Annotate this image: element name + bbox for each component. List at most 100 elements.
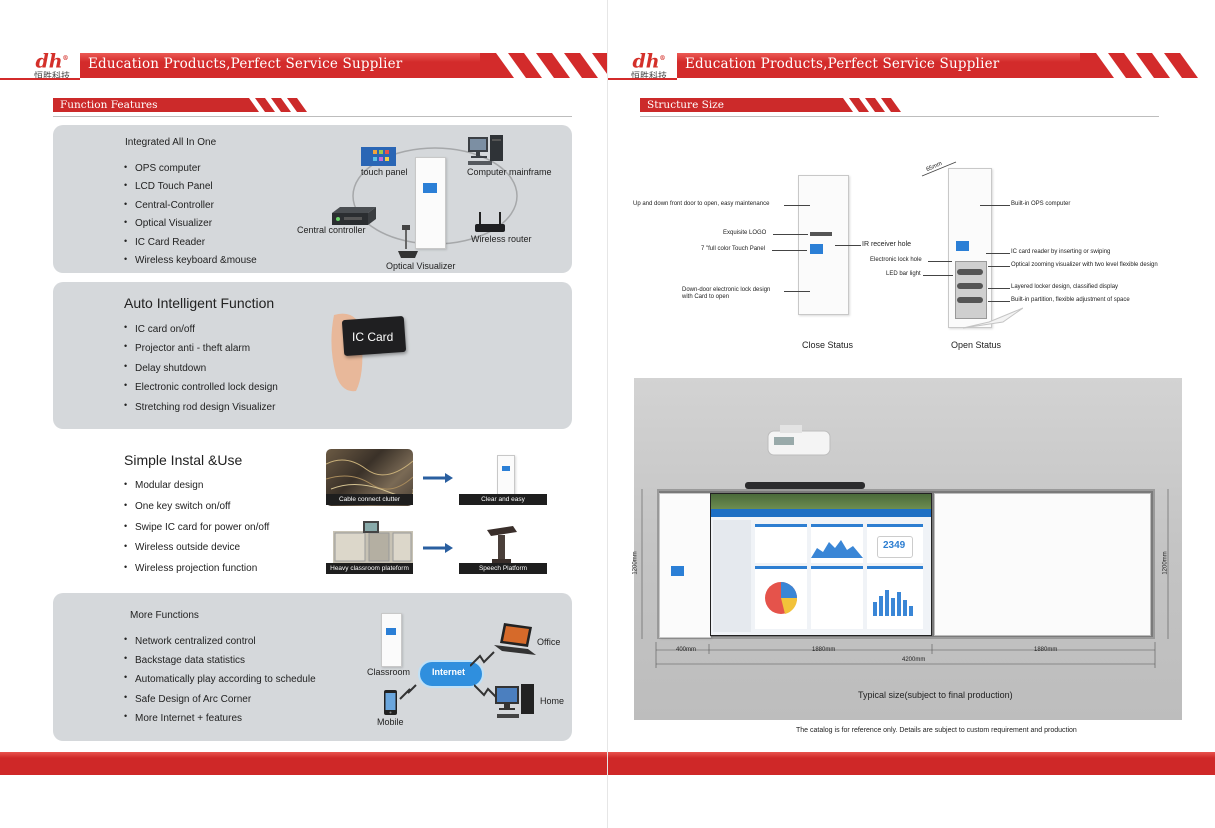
annotation: IR receiver hole (862, 241, 912, 248)
leader-line (980, 205, 1010, 206)
header-bar (80, 53, 496, 78)
list-item: Network centralized control (124, 630, 316, 651)
router-label: Wireless router (471, 234, 532, 244)
arrow-right-icon (423, 473, 453, 483)
list-item: Projector anti - theft alarm (124, 337, 278, 358)
list-item: Safe Design of Arc Corner (124, 688, 316, 709)
kiosk-icon (415, 157, 446, 249)
dim-1880-b: 1880mm (1034, 647, 1058, 653)
computer-label: Computer mainframe (467, 167, 552, 177)
zigzag-link-icon (399, 684, 417, 700)
annotation: Electronic lock hole (870, 257, 922, 263)
leader-line (988, 266, 1010, 267)
desktop-pc-icon (495, 684, 534, 718)
section-title-bar: Function Features (53, 98, 241, 112)
speech-platform-icon (487, 526, 517, 563)
list-item: Optical Visualizer (124, 213, 257, 233)
section-title: Structure Size (647, 99, 724, 111)
controller-label: Central controller (297, 225, 366, 235)
home-label: Home (540, 696, 565, 706)
whiteboard-kiosk-panel (659, 493, 711, 638)
left-page: dh® 恒胜科技 Education Products,Perfect Serv… (0, 0, 607, 828)
annotation: Built-in partition, flexible adjustment … (1011, 297, 1130, 303)
typical-size-caption: Typical size(subject to final production… (858, 690, 1013, 700)
annotation: 7 "full color Touch Panel (701, 246, 766, 252)
integrated-list: OPS computer LCD Touch Panel Central-Con… (124, 158, 257, 270)
header-underline (608, 78, 677, 80)
interactive-screen (710, 493, 932, 636)
annotation: Down-door electronic lock design (682, 287, 771, 293)
header-bar (677, 53, 1093, 78)
list-item: Modular design (124, 474, 269, 497)
projector-icon (767, 425, 831, 456)
list-item: Swipe IC card for power on/off (124, 516, 269, 539)
open-door-panel (963, 307, 1023, 329)
office-label: Office (537, 637, 561, 647)
header-tagline: Education Products,Perfect Service Suppl… (88, 56, 403, 72)
laptop-icon (494, 623, 536, 655)
header-slash-decoration (1080, 53, 1198, 78)
annotation: Optical zooming visualizer with two leve… (1011, 262, 1158, 268)
visualizer-label: Optical Visualizer (386, 261, 456, 271)
more-title: More Functions (130, 610, 199, 621)
list-item: Delay shutdown (124, 357, 278, 378)
mobile-label: Mobile (377, 717, 404, 727)
depth-dimension-line (921, 161, 957, 177)
open-status-kiosk (948, 168, 992, 328)
leader-line (986, 253, 1010, 254)
classroom-kiosk-icon (381, 613, 402, 667)
footer-bar (0, 752, 607, 775)
leader-line (773, 234, 808, 235)
section-slash-decoration (833, 98, 901, 112)
annotation: Layered locker design, classified displa… (1011, 284, 1119, 290)
list-item: OPS computer (124, 158, 257, 178)
section-title: Function Features (60, 99, 158, 111)
kiosk-clear-icon (497, 455, 515, 495)
footer-bar (608, 752, 1215, 775)
controller-icon (332, 207, 376, 225)
leader-line (988, 288, 1010, 289)
brand-logo: dh® 恒胜科技 (22, 49, 82, 82)
zigzag-link-icon (474, 684, 499, 700)
dim-height-left: 1200mm (632, 551, 639, 575)
close-status-label: Close Status (802, 340, 854, 350)
visualizer-icon (398, 225, 418, 258)
arrow-right-icon (423, 543, 453, 553)
section-rule (53, 116, 572, 117)
classroom-label: Classroom (367, 667, 411, 677)
router-icon (475, 212, 505, 232)
section-rule (640, 116, 1159, 117)
list-item: LCD Touch Panel (124, 176, 257, 196)
list-item: More Internet + features (124, 707, 316, 728)
list-item: IC Card Reader (124, 232, 257, 252)
caption-heavy: Heavy classroom plateform (326, 563, 413, 574)
leader-line (923, 275, 953, 276)
list-item: One key switch on/off (124, 495, 269, 518)
annotation: LED bar light (886, 271, 921, 277)
touch-panel-label: touch panel (361, 167, 408, 177)
list-item: Backstage data statistics (124, 649, 316, 670)
dim-4200: 4200mm (902, 657, 926, 663)
internet-label: Internet (432, 667, 466, 677)
section-title-bar: Structure Size (640, 98, 835, 112)
simple-list: Modular design One key switch on/off Swi… (124, 474, 269, 580)
list-item: Electronic controlled lock design (124, 376, 278, 397)
dim-400: 400mm (676, 647, 697, 653)
header-tagline: Education Products,Perfect Service Suppl… (685, 56, 1000, 72)
brand-logo: dh® 恒胜科技 (619, 49, 679, 82)
annotation: with Card to open (682, 294, 730, 300)
leader-line (988, 301, 1010, 302)
zigzag-link-icon (470, 651, 495, 667)
touch-panel-icon (361, 147, 396, 166)
list-item: Automatically play according to schedule (124, 668, 316, 689)
leader-line (835, 245, 861, 246)
screen-counter (877, 536, 913, 558)
header-underline (0, 78, 80, 80)
dimension-lines (655, 642, 1156, 668)
open-status-label: Open Status (951, 340, 1002, 350)
list-item: Stretching rod design Visualizer (124, 396, 278, 417)
caption-cable: Cable connect clutter (326, 494, 413, 505)
internet-cloud-icon (418, 660, 484, 688)
brand-logo-cn: 恒胜科技 (630, 71, 667, 82)
caption-speech: Speech Platform (459, 563, 547, 574)
